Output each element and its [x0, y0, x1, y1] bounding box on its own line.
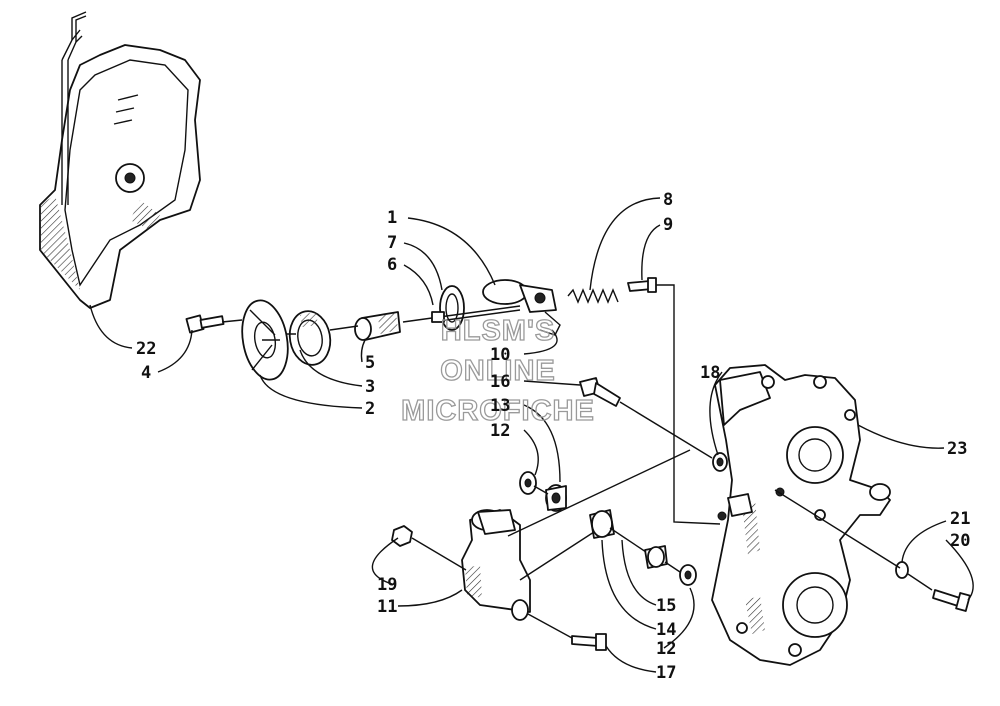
part-11-bracket [461, 509, 531, 621]
part-4-bolt [185, 314, 225, 334]
callout-17: 17 [656, 663, 676, 683]
callout-16: 16 [490, 372, 510, 392]
part-15-sleeve [644, 545, 668, 569]
part-12-washer-lower [679, 564, 697, 586]
callout-4: 4 [141, 363, 151, 383]
watermark-line-2: ONLINE [440, 355, 556, 387]
callout-6: 6 [387, 255, 397, 275]
callouts: 1 7 6 8 9 22 4 5 3 2 10 16 13 12 18 23 2… [136, 190, 970, 683]
callout-10: 10 [490, 345, 510, 365]
part-18-washer [712, 452, 728, 472]
chain-case-housing [711, 364, 891, 666]
part-16-bolt [579, 377, 621, 407]
callout-19: 19 [377, 575, 397, 595]
watermark: HLSM'S ONLINE MICROFICHE [401, 314, 595, 427]
callout-20: 20 [950, 531, 970, 551]
chain-case-cover [39, 11, 201, 309]
part-13-spacer [545, 484, 567, 512]
part-21-washer [895, 561, 909, 579]
part-2-plate [241, 299, 289, 381]
part-17-bolt [571, 633, 607, 651]
callout-13: 13 [490, 396, 510, 416]
leader-lines [89, 197, 974, 673]
part-19-nut [391, 525, 413, 547]
part-20-bolt [932, 589, 971, 612]
callout-1: 1 [387, 208, 397, 228]
watermark-line-3: MICROFICHE [401, 395, 595, 427]
callout-8: 8 [663, 190, 673, 210]
part-6-7-washer [431, 285, 521, 331]
part-9-pin [627, 277, 657, 293]
part-1-tensioner [482, 279, 561, 336]
part-3-ring [288, 310, 332, 366]
part-12-washer-upper [519, 471, 537, 495]
callout-7: 7 [387, 233, 397, 253]
callout-3: 3 [365, 377, 375, 397]
callout-12a: 12 [490, 421, 510, 441]
part-8-spring [567, 288, 619, 304]
callout-22: 22 [136, 339, 156, 359]
callout-11: 11 [377, 597, 397, 617]
callout-5: 5 [365, 353, 375, 373]
callout-9: 9 [663, 215, 673, 235]
callout-14: 14 [656, 620, 676, 640]
callout-15: 15 [656, 596, 676, 616]
callout-12b: 12 [656, 639, 676, 659]
watermark-line-1: HLSM'S [441, 315, 555, 347]
callout-23: 23 [947, 439, 967, 459]
callout-18: 18 [700, 363, 720, 383]
part-14-roller [589, 509, 615, 539]
part-5-bushing [354, 311, 401, 341]
callout-21: 21 [950, 509, 970, 529]
callout-2: 2 [365, 399, 375, 419]
